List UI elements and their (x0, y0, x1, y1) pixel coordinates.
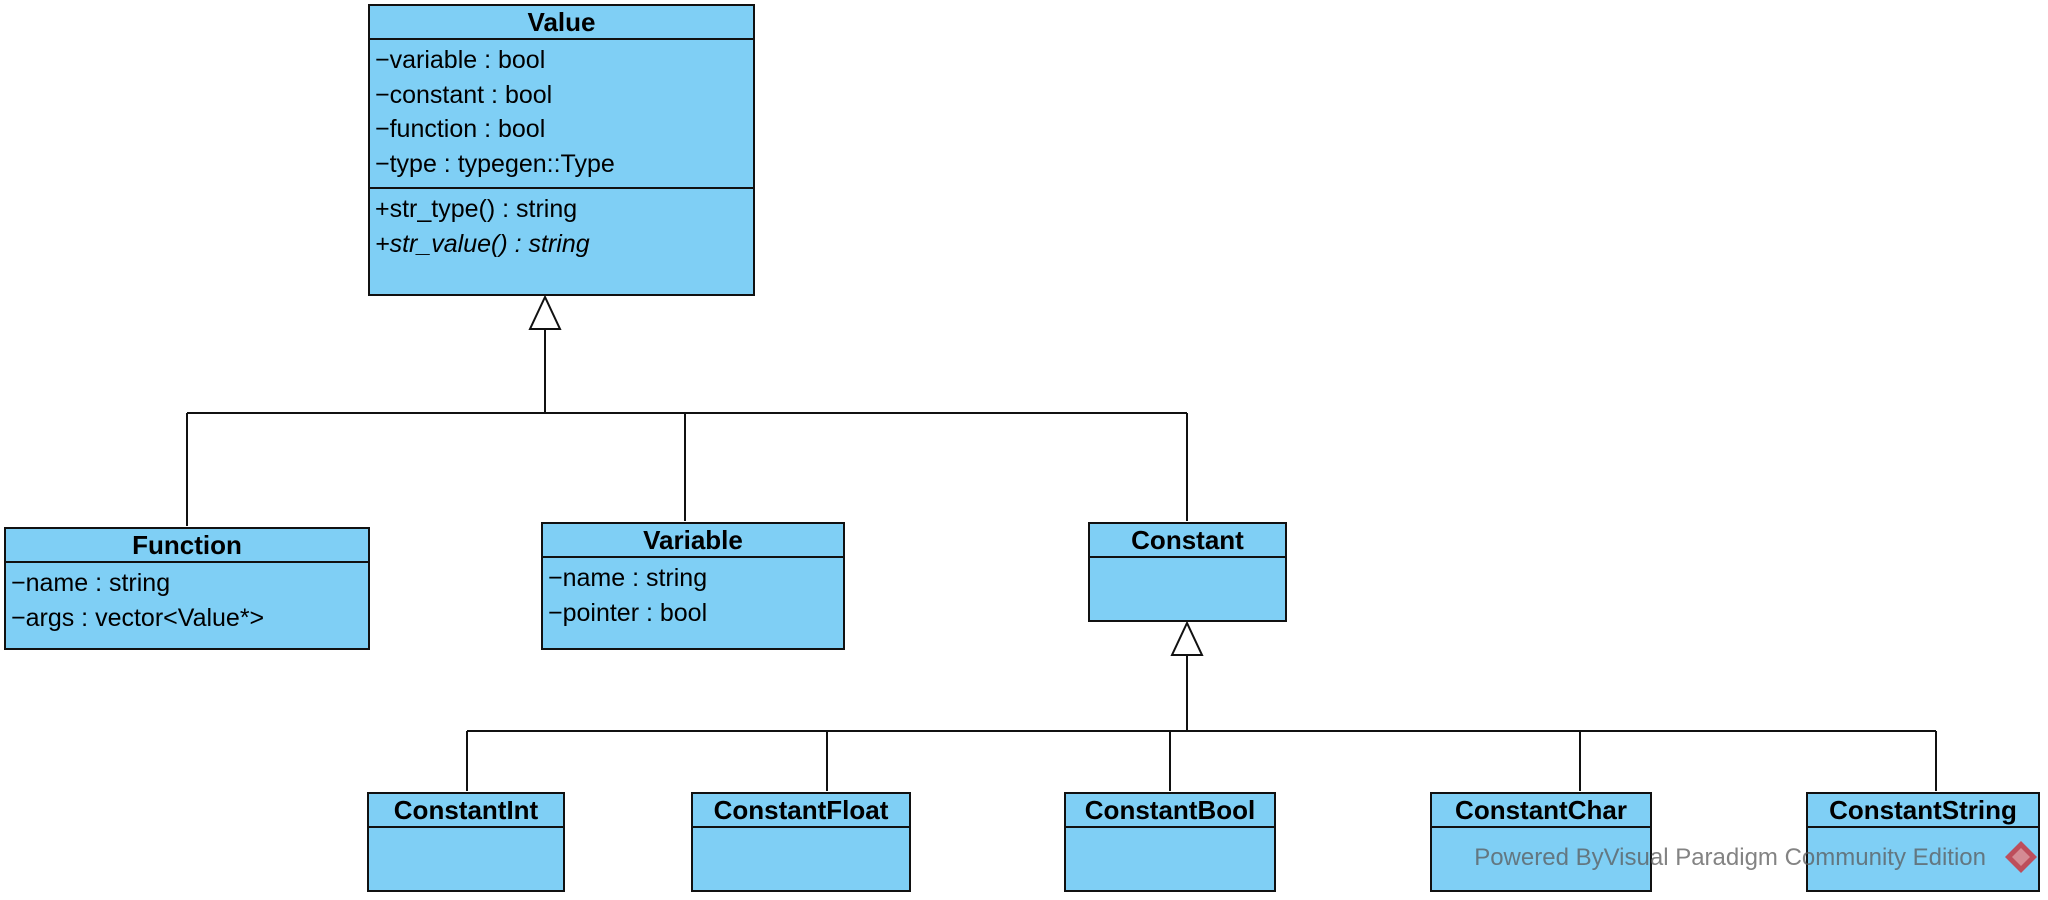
class-name: Variable (543, 524, 843, 558)
class-name: ConstantFloat (693, 794, 909, 828)
attribute: −function : bool (375, 115, 546, 143)
class-name: ConstantString (1808, 794, 2038, 828)
class-constant[interactable]: Constant (1088, 522, 1287, 622)
class-constantstring[interactable]: ConstantString (1806, 792, 2040, 892)
generalization-arrowhead-constant (1170, 620, 1204, 656)
operation: +str_type() : string (375, 195, 578, 223)
class-constantint[interactable]: ConstantInt (367, 792, 565, 892)
class-constantbool[interactable]: ConstantBool (1064, 792, 1276, 892)
class-constantchar[interactable]: ConstantChar (1430, 792, 1652, 892)
class-constantfloat[interactable]: ConstantFloat (691, 792, 911, 892)
attribute: −name : string (548, 564, 708, 592)
attribute: −variable : bool (375, 46, 546, 74)
class-attributes (693, 828, 909, 837)
attribute: −pointer : bool (548, 598, 708, 627)
class-name: ConstantChar (1432, 794, 1650, 828)
class-attributes: −name : string −pointer : bool (543, 558, 843, 636)
class-variable[interactable]: Variable −name : string −pointer : bool (541, 522, 845, 650)
attribute: −name : string (11, 569, 171, 597)
class-name: Constant (1090, 524, 1285, 558)
attribute: −constant : bool (375, 80, 553, 109)
class-attributes: −name : string −args : vector<Value*> (6, 563, 368, 641)
attribute: −type : typegen::Type (375, 149, 615, 178)
attribute: −args : vector<Value*> (11, 603, 265, 632)
generalization-arrowhead-value (528, 294, 562, 330)
class-name: Value (370, 6, 753, 40)
class-operations: +str_type() : string +str_value() : stri… (370, 189, 753, 267)
class-attributes: −variable : bool −constant : bool −funct… (370, 40, 753, 189)
class-attributes (1808, 828, 2038, 837)
class-name: Function (6, 529, 368, 563)
class-attributes (1066, 828, 1274, 837)
class-function[interactable]: Function −name : string −args : vector<V… (4, 527, 370, 650)
class-name: ConstantInt (369, 794, 563, 828)
class-attributes (369, 828, 563, 837)
class-attributes (1090, 558, 1285, 567)
watermark-text: Powered ByVisual Paradigm Community Edit… (1474, 844, 1986, 871)
abstract-operation: +str_value() : string (375, 229, 590, 258)
class-attributes (1432, 828, 1650, 837)
class-value[interactable]: Value −variable : bool −constant : bool … (368, 4, 755, 296)
visual-paradigm-logo-icon (2005, 841, 2037, 873)
class-name: ConstantBool (1066, 794, 1274, 828)
